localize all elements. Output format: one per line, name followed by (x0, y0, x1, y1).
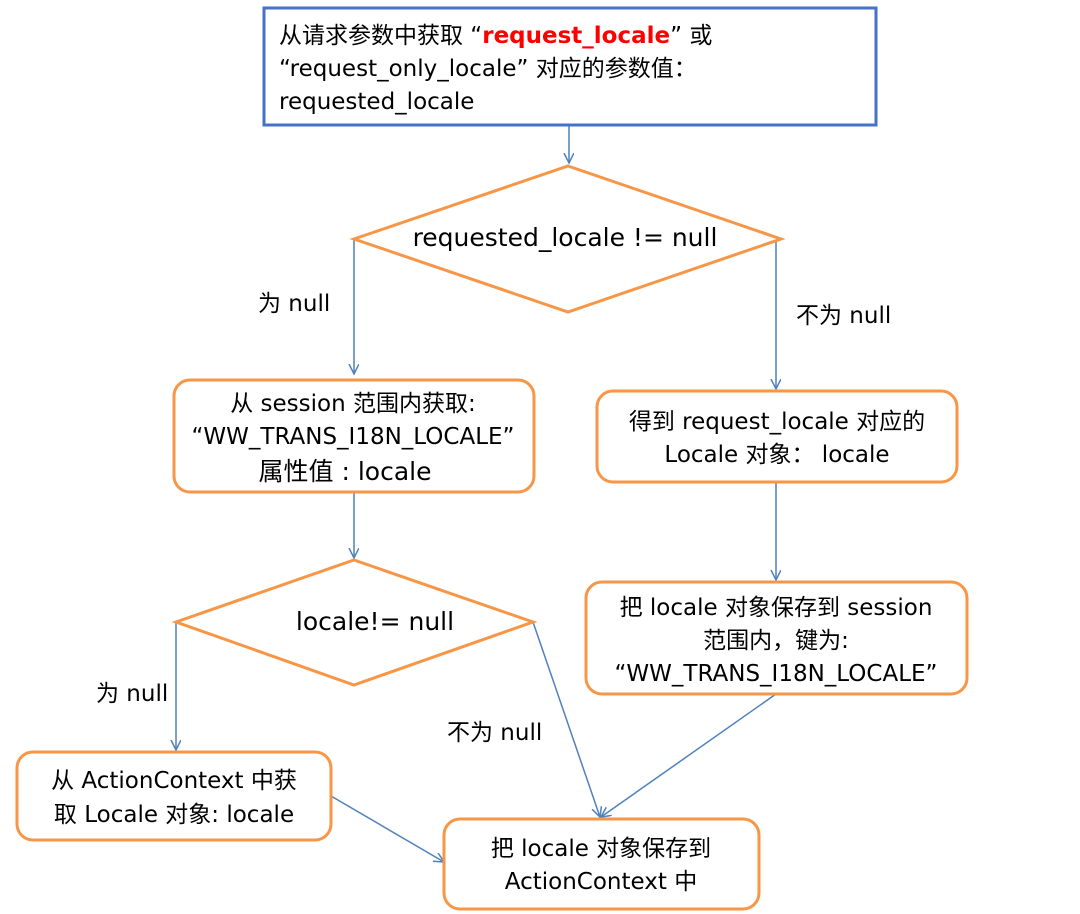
save-session-box-line2: 范围内，键为: (703, 628, 849, 654)
final-box-frame (442, 817, 761, 911)
start-box-line1: 从请求参数中获取 “request_locale” 或 (279, 23, 712, 49)
decision1: requested_locale != null (349, 164, 786, 314)
locale-box-line2: Locale 对象： locale (664, 442, 889, 468)
arrow-action-context-box-to-final-box (330, 795, 444, 862)
decision2-diamond (171, 558, 538, 687)
arrow-decision2-notnull-to-final-box (532, 621, 600, 817)
session-box-frame (172, 378, 536, 494)
start-box-frame (262, 6, 878, 127)
save-session-box-line3: “WW_TRANS_I18N_LOCALE” (615, 661, 938, 687)
session-box: 从 session 范围内获取: “WW_TRANS_I18N_LOCALE” … (172, 378, 536, 494)
label-d2-not-null: 不为 null (447, 720, 542, 746)
locale-box: 得到 request_locale 对应的 Locale 对象： locale (595, 389, 959, 484)
final-box-line2: ActionContext 中 (505, 869, 697, 895)
action-context-box-frame (15, 750, 333, 842)
locale-box-frame (595, 389, 959, 484)
action-context-box-line2: 取 Locale 对象: locale (54, 802, 294, 828)
start-box-line2: “request_only_locale” 对应的参数值： (279, 56, 697, 82)
action-context-box-line1: 从 ActionContext 中获 (51, 768, 297, 794)
decision2: locale!= null (171, 558, 538, 687)
label-d1-not-null: 不为 null (796, 303, 891, 329)
final-box-line1: 把 locale 对象保存到 (491, 836, 711, 862)
decision2-label: locale!= null (296, 607, 454, 636)
arrow-save-session-box-to-final-box (601, 693, 777, 817)
decision1-label: requested_locale != null (413, 223, 718, 252)
decision1-diamond (349, 164, 786, 314)
start-box-highlight: request_locale (482, 23, 670, 49)
session-box-line2: “WW_TRANS_I18N_LOCALE” (192, 424, 515, 450)
save-session-box-line1: 把 locale 对象保存到 session (620, 595, 933, 621)
start-box: 从请求参数中获取 “request_locale” 或 “request_onl… (262, 6, 878, 127)
connectors (176, 125, 776, 862)
session-box-line1: 从 session 范围内获取: (230, 391, 476, 417)
locale-box-line1: 得到 request_locale 对应的 (629, 409, 925, 435)
save-session-box: 把 locale 对象保存到 session 范围内，键为: “WW_TRANS… (584, 580, 969, 696)
final-box: 把 locale 对象保存到 ActionContext 中 (442, 817, 761, 911)
label-d2-null: 为 null (96, 681, 168, 707)
session-box-line3: 属性值 : locale (259, 457, 432, 486)
label-d1-null: 为 null (258, 291, 330, 317)
start-box-line3: requested_locale (279, 89, 474, 115)
save-session-box-frame (584, 580, 969, 696)
action-context-box: 从 ActionContext 中获 取 Locale 对象: locale (15, 750, 333, 842)
